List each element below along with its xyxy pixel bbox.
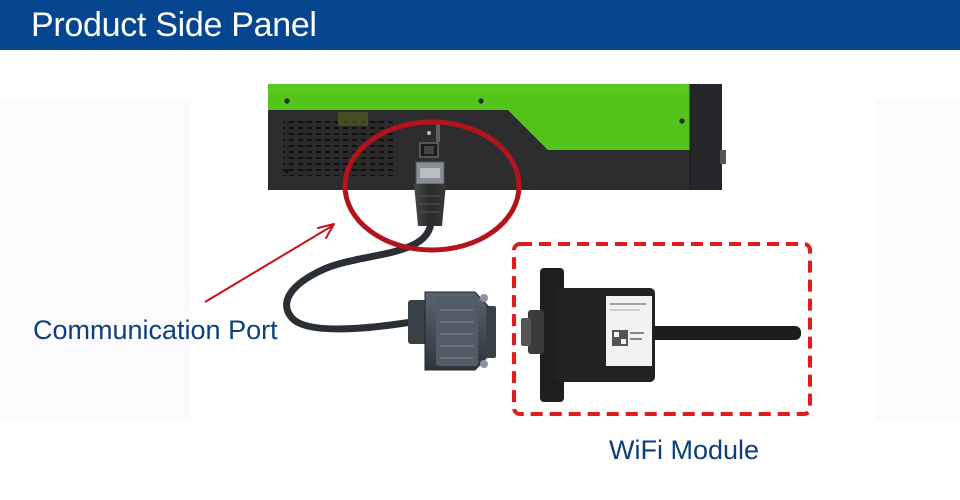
wifi-module-highlight-box — [512, 242, 812, 416]
page-title: Product Side Panel — [31, 6, 317, 44]
header-bar: Product Side Panel — [0, 0, 960, 50]
db9-connector-icon — [408, 291, 496, 371]
communication-cable — [283, 216, 435, 333]
highlight-circle — [342, 119, 522, 253]
photo-backdrop-right — [875, 100, 960, 420]
photo-backdrop-left — [0, 100, 190, 420]
communication-port-label: Communication Port — [33, 315, 278, 345]
rj45-plug-icon — [414, 161, 446, 226]
inverter-icon — [268, 84, 726, 190]
wifi-module-icon — [521, 268, 801, 402]
arrow-icon — [204, 223, 335, 303]
wifi-module-label: WiFi Module — [609, 435, 760, 465]
